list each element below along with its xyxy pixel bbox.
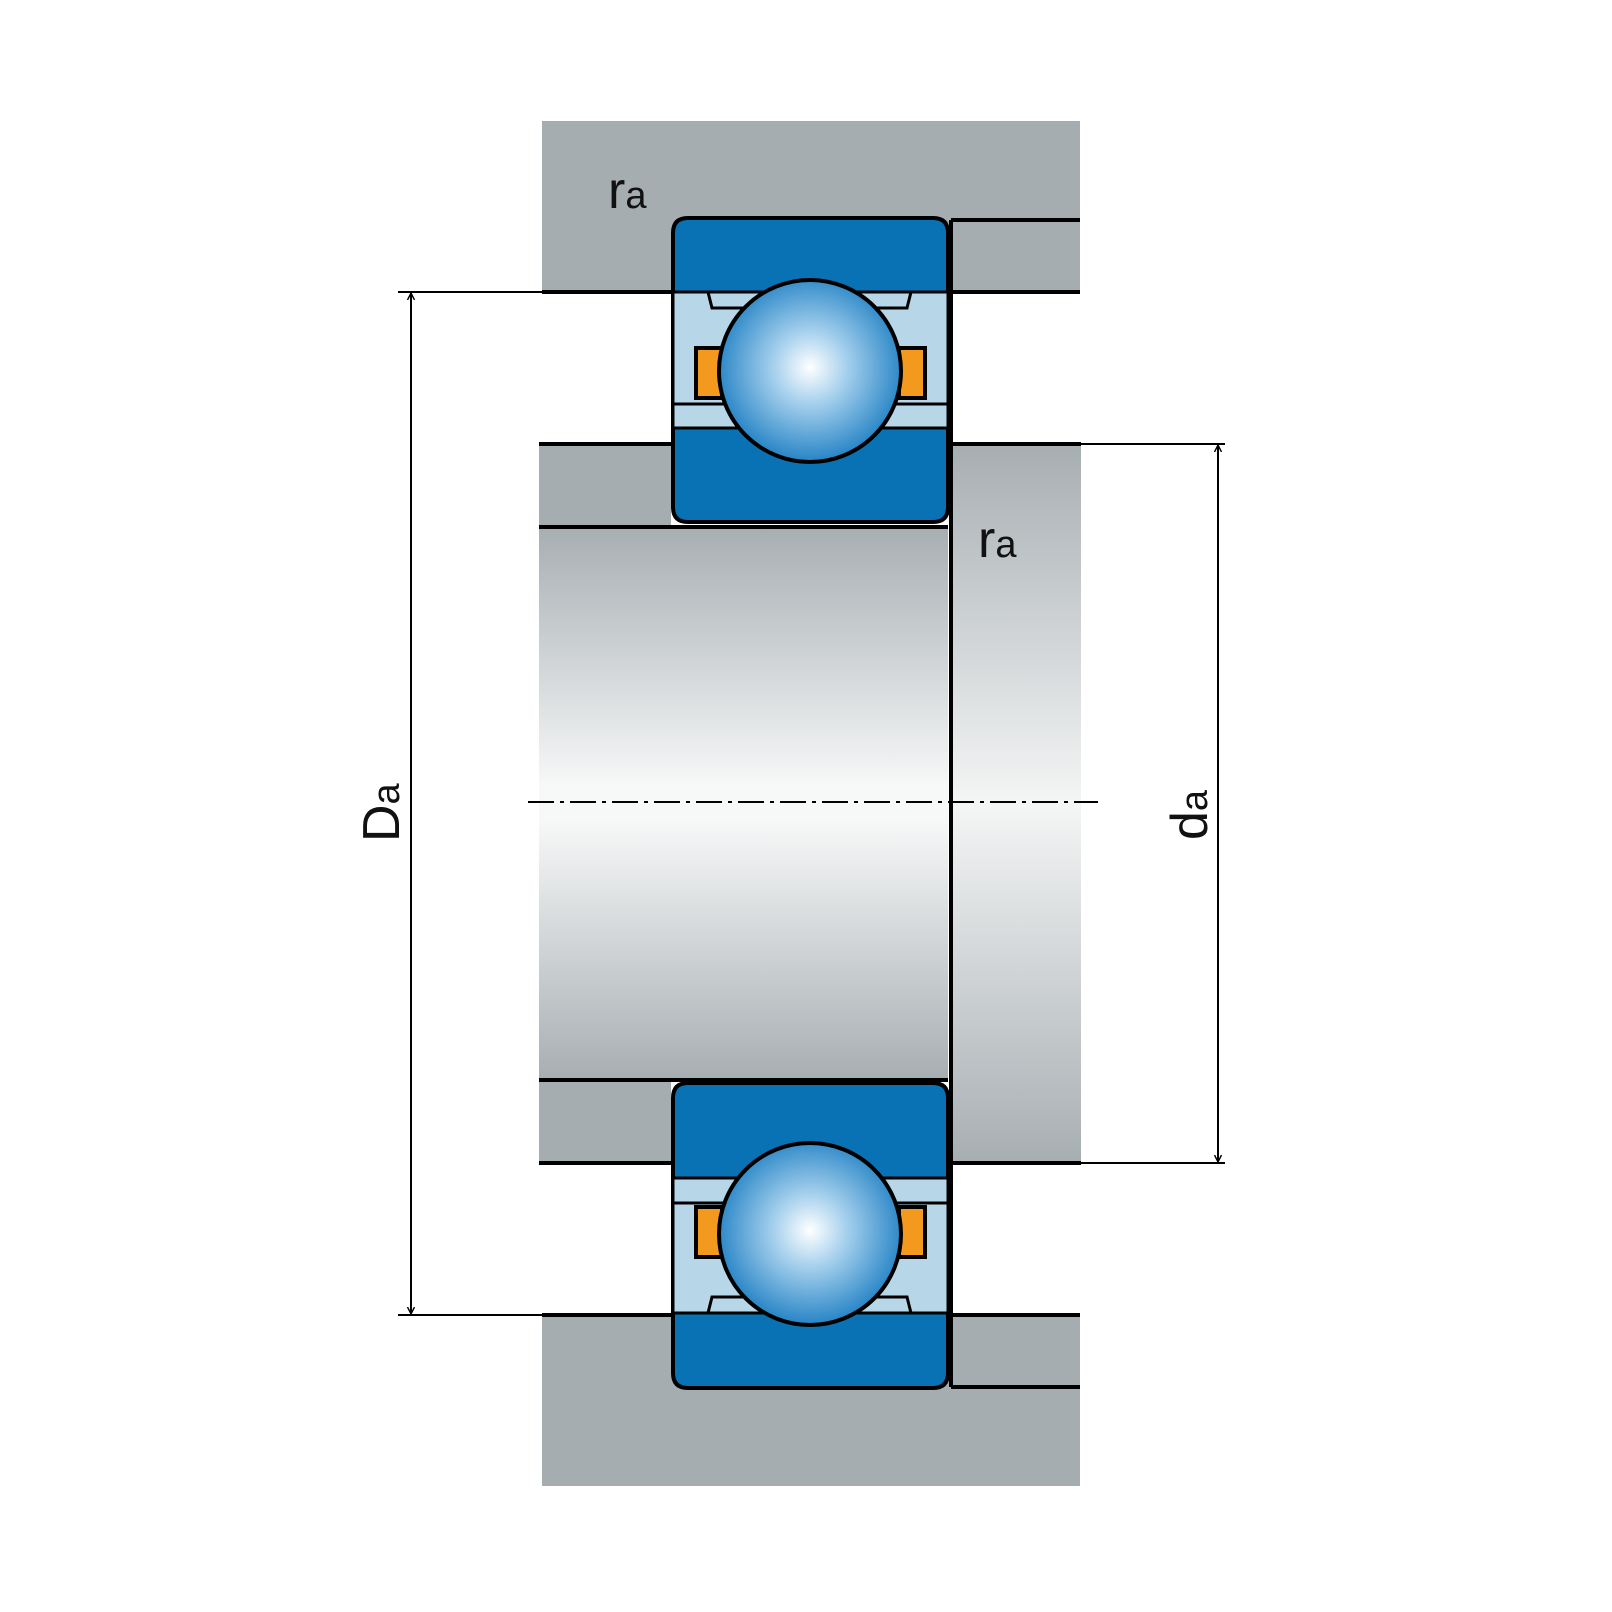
dimension-da: [1081, 443, 1225, 1164]
label-Da: Da: [353, 782, 411, 842]
bearing-section-top: [671, 216, 950, 524]
outline-lines: [539, 218, 1081, 1389]
shaft: [539, 444, 1081, 1163]
ball-top: [717, 278, 903, 464]
label-ra-mid: ra: [978, 511, 1017, 569]
dimension-Da: [398, 291, 542, 1316]
bearing-section-bottom: [671, 1081, 950, 1390]
ball-bottom: [717, 1141, 903, 1327]
label-ra-top: ra: [608, 162, 647, 220]
label-da: da: [1161, 789, 1219, 840]
